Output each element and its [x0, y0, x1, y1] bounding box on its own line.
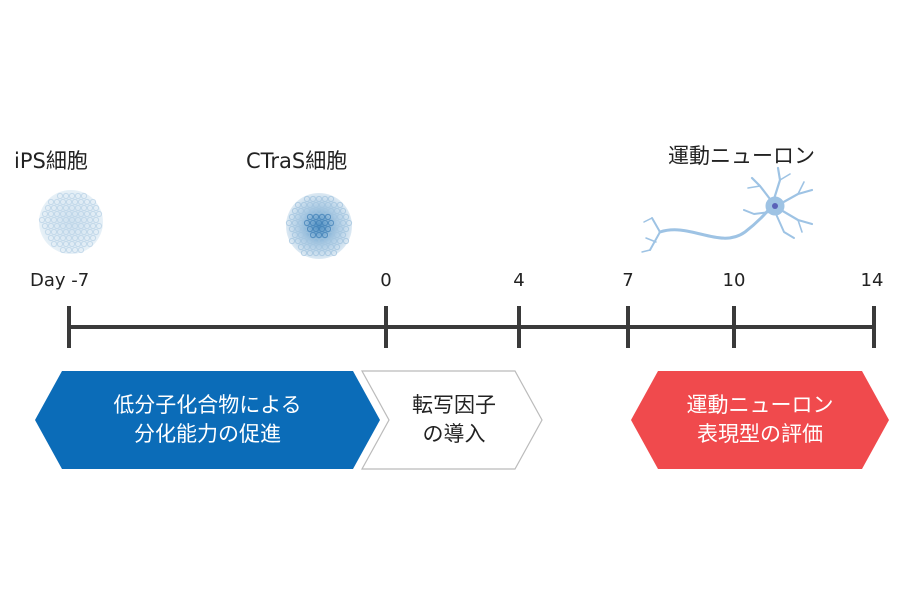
tick-label-7: 7 — [622, 270, 634, 291]
phase-evaluation-line2: 表現型の評価 — [697, 422, 823, 446]
phase-text-evaluation: 運動ニューロン 表現型の評価 — [658, 391, 862, 449]
phase-arrow-small-molecule — [35, 371, 380, 469]
phase-evaluation-line1: 運動ニューロン — [686, 393, 834, 417]
phase-small-molecule-line1: 低分子化合物による — [113, 393, 302, 417]
phase-text-small-molecule: 低分子化合物による 分化能力の促進 — [62, 391, 353, 449]
ctras-cell-dots — [285, 195, 353, 257]
phase-arrow-transcription-factor — [360, 370, 543, 470]
phase-small-molecule-line2: 分化能力の促進 — [134, 422, 281, 446]
ctras-cell-label: CTraS細胞 — [246, 149, 348, 173]
phase-transcription-line2: の導入 — [422, 422, 486, 446]
ips-cell-dots — [38, 192, 103, 254]
ctras-cell-cluster — [285, 193, 353, 259]
tick-label-14: 14 — [860, 270, 884, 291]
ips-cell-label: iPS細胞 — [14, 149, 88, 173]
ips-cell-cluster — [38, 190, 103, 254]
motor-neuron-icon — [641, 166, 814, 253]
day-prefix: Day — [30, 270, 66, 291]
phase-text-transcription-factor: 転写因子 の導入 — [380, 391, 528, 449]
tick-label-10: 10 — [722, 270, 746, 291]
day-start-label: Day -7 — [30, 270, 89, 292]
tick-label-4: 4 — [513, 270, 525, 291]
motor-neuron-label: 運動ニューロン — [668, 144, 815, 168]
timeline-axis — [67, 306, 876, 348]
day-start-value: -7 — [71, 270, 90, 291]
phase-arrow-evaluation — [631, 371, 889, 469]
tick-label-0: 0 — [380, 270, 392, 291]
phase-transcription-line1: 転写因子 — [412, 393, 496, 417]
